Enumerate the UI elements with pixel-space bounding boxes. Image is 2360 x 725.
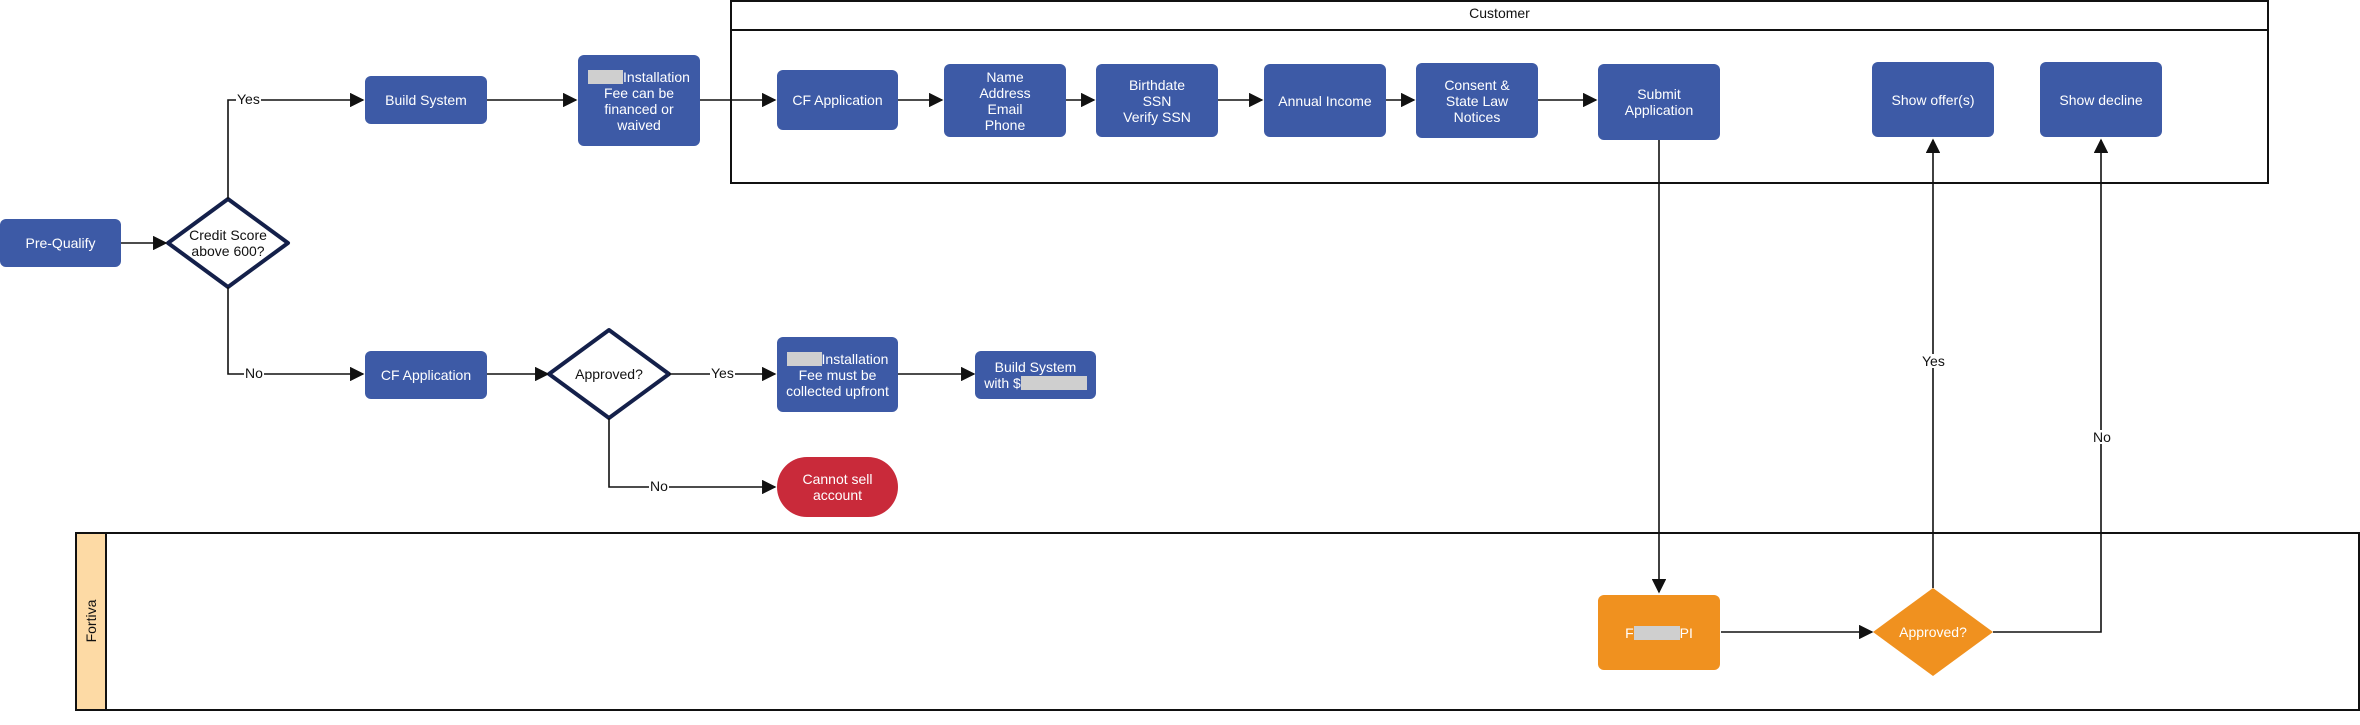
install-upfront-line-2: Fee must be (798, 366, 877, 383)
edge-label-approved-yes: Yes (710, 365, 735, 381)
installation-fee-upfront-box: Installation Fee must be collected upfro… (777, 337, 898, 412)
show-decline-label: Show decline (2059, 91, 2143, 108)
customer-info-line-3: Email (987, 100, 1023, 117)
fortiva-approved-label: Approved? (1899, 624, 1967, 640)
customer-lane (730, 0, 2269, 184)
submit-line-1: Submit (1637, 86, 1681, 102)
build-system-box: Build System (365, 76, 487, 124)
fortiva-approved-decision-shape (1873, 588, 1993, 676)
fortiva-api-label-end: PI (1679, 624, 1693, 641)
edge-label-fortiva-yes: Yes (1921, 353, 1946, 369)
approved-decision: Approved? (559, 364, 659, 384)
redacted-block (588, 69, 624, 84)
edge-approved-no-to-decline (1993, 138, 2109, 633)
install-upfront-line-3: collected upfront (786, 382, 889, 399)
fortiva-lane (75, 532, 2360, 711)
customer-info-line-4: Phone (984, 116, 1026, 133)
consent-line-3: Notices (1453, 108, 1501, 125)
prequalify-label: Pre-Qualify (25, 235, 96, 251)
consent-line-2: State Law (1445, 92, 1509, 109)
install-waived-line-1: Installation (623, 68, 690, 85)
build-system-with-amount-box: Build System with $ (975, 351, 1096, 399)
birth-ssn-line-3: Verify SSN (1123, 108, 1191, 125)
cf-application-customer-label: CF Application (792, 92, 883, 108)
birth-ssn-line-1: Birthdate (1128, 76, 1186, 93)
customer-lane-title: Customer (1469, 5, 1530, 21)
install-waived-line-3: financed or (604, 100, 674, 117)
edge-label-fortiva-no: No (2092, 429, 2112, 445)
build-amount-line-1: Build System (994, 359, 1077, 375)
build-system-label: Build System (385, 92, 467, 108)
cannot-sell-line-2: account (812, 487, 863, 503)
edge-label-credit-no: No (244, 365, 264, 381)
install-waived-line-4: waived (617, 116, 661, 133)
credit-score-label: Credit Score above 600? (189, 227, 267, 259)
edge-label-credit-yes: Yes (236, 91, 261, 107)
edge-credit-yes (227, 92, 365, 199)
cf-application-box: CF Application (365, 351, 487, 399)
show-offers-label: Show offer(s) (1891, 91, 1975, 108)
customer-info-line-2: Address (979, 84, 1031, 101)
approved-decision-label: Approved? (575, 366, 643, 382)
fortiva-api-label-start: F (1625, 624, 1634, 641)
redacted-block (786, 351, 822, 366)
build-amount-line-2: with $ (984, 375, 1021, 391)
fortiva-api-box: F PI (1598, 595, 1720, 670)
annual-income-box: Annual Income (1264, 64, 1386, 137)
prequalify-box: Pre-Qualify (0, 219, 121, 267)
edge-label-approved-no: No (649, 478, 669, 494)
customer-info-box: Name Address Email Phone (944, 64, 1066, 137)
cannot-sell-account-terminal: Cannot sell account (777, 457, 898, 517)
birthdate-ssn-box: Birthdate SSN Verify SSN (1096, 64, 1218, 137)
fortiva-approved-decision: Approved? (1883, 622, 1983, 642)
install-upfront-line-1: Installation (821, 350, 889, 367)
redacted-block (1020, 376, 1087, 390)
cannot-sell-line-1: Cannot sell (802, 471, 873, 487)
show-decline-box: Show decline (2040, 62, 2162, 137)
consent-line-1: Consent & (1444, 76, 1510, 93)
customer-info-line-1: Name (986, 68, 1024, 85)
cf-application-customer-box: CF Application (777, 70, 898, 130)
fortiva-lane-title: Fortiva (83, 599, 99, 643)
show-offers-box: Show offer(s) (1872, 62, 1994, 137)
birth-ssn-line-2: SSN (1142, 92, 1172, 109)
credit-score-decision: Credit Score above 600? (178, 223, 278, 263)
edge-credit-no (227, 287, 365, 382)
submit-line-2: Application (1624, 102, 1694, 118)
edge-approved-no (608, 418, 777, 495)
consent-notices-box: Consent & State Law Notices (1416, 63, 1538, 138)
fortiva-lane-header (75, 532, 107, 711)
redacted-block (1633, 625, 1680, 640)
annual-income-label: Annual Income (1278, 92, 1372, 109)
install-waived-line-2: Fee can be (603, 84, 675, 101)
installation-fee-waived-box: Installation Fee can be financed or waiv… (578, 55, 700, 146)
submit-application-box: Submit Application (1598, 64, 1720, 140)
cf-application-label: CF Application (380, 367, 472, 383)
